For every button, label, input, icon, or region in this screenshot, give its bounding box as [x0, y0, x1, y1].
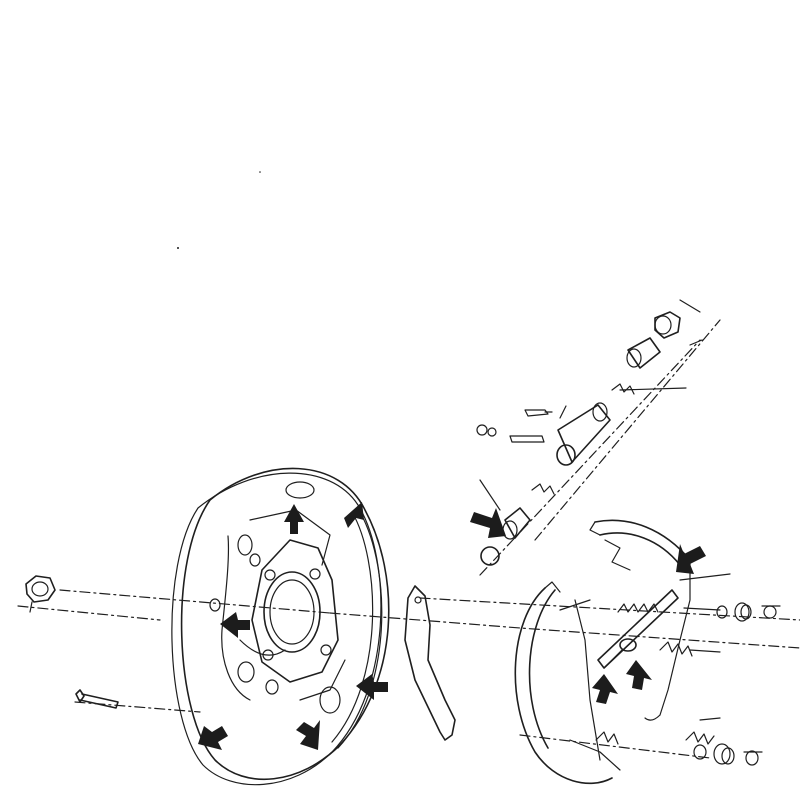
return-springs — [531, 383, 715, 745]
bleeder-screw-fittings — [476, 409, 553, 443]
callout-leader-lines — [479, 299, 731, 721]
arrow-plate-top — [284, 504, 304, 534]
hold-down-hardware-lower — [693, 743, 763, 766]
arrow-plate-right — [356, 674, 388, 700]
parking-brake-lever — [404, 585, 456, 741]
arrow-hub-left — [220, 612, 250, 638]
brake-backing-plate — [171, 467, 390, 786]
assembly-centerlines — [17, 319, 800, 759]
arrow-strut-left — [592, 674, 618, 704]
brake-shoe-assembly — [514, 519, 691, 785]
arrow-plate-upper-right — [344, 502, 364, 528]
arrow-strut-right — [626, 660, 652, 690]
arrow-cylinder — [470, 508, 506, 538]
adjuster-strut — [597, 589, 679, 669]
arrow-plate-bottom-left — [198, 726, 228, 750]
scan-specks — [177, 171, 261, 249]
mounting-bolt — [75, 689, 119, 709]
hub-nut — [25, 575, 56, 613]
axle-hub — [251, 539, 339, 683]
callout-arrows — [198, 502, 706, 750]
hold-down-hardware-upper — [716, 602, 781, 622]
wheel-cylinder-stack — [480, 311, 681, 566]
arrow-shoe-top — [676, 544, 706, 574]
arrow-plate-bottom — [296, 720, 320, 750]
